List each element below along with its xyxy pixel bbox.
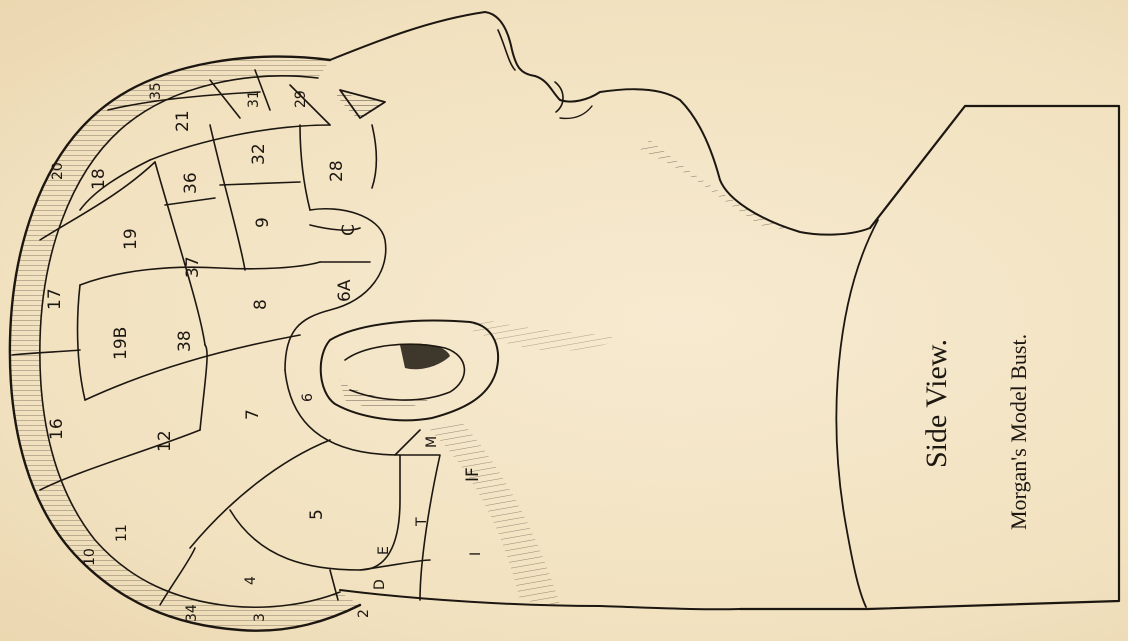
region-29: 29 bbox=[293, 90, 309, 108]
neck-shading bbox=[430, 140, 800, 605]
region-T: T bbox=[414, 517, 430, 527]
region-36: 36 bbox=[181, 172, 201, 194]
region-17: 17 bbox=[45, 288, 65, 310]
region-35: 35 bbox=[148, 82, 164, 100]
region-8: 8 bbox=[251, 299, 271, 310]
region-31: 31 bbox=[246, 90, 262, 108]
region-19B: 19B bbox=[111, 327, 131, 360]
region-I: I bbox=[468, 552, 484, 556]
caption-title: Side View. bbox=[920, 339, 953, 468]
region-M: M bbox=[424, 436, 440, 448]
region-34: 34 bbox=[184, 604, 200, 622]
caption-subtitle: Morgan's Model Bust. bbox=[1006, 334, 1031, 530]
region-19: 19 bbox=[121, 228, 141, 250]
region-5: 5 bbox=[307, 509, 327, 520]
region-4: 4 bbox=[243, 576, 259, 585]
region-21: 21 bbox=[173, 110, 193, 132]
region-6: 6 bbox=[300, 393, 316, 402]
region-C: C bbox=[339, 224, 359, 236]
caption: Side View. Morgan's Model Bust. bbox=[920, 334, 1031, 530]
region-32: 32 bbox=[249, 143, 269, 165]
ear bbox=[321, 321, 498, 421]
region-20: 20 bbox=[50, 162, 66, 180]
region-10: 10 bbox=[82, 548, 98, 566]
region-IF: IF bbox=[463, 467, 483, 482]
region-E: E bbox=[376, 546, 392, 555]
region-18: 18 bbox=[89, 168, 109, 190]
region-11: 11 bbox=[114, 524, 130, 542]
region-38: 38 bbox=[175, 330, 195, 352]
region-37: 37 bbox=[183, 256, 203, 278]
region-6A: 6A bbox=[335, 279, 355, 302]
region-9: 9 bbox=[253, 217, 273, 228]
face-profile bbox=[330, 12, 870, 609]
region-7: 7 bbox=[243, 409, 263, 420]
region-28: 28 bbox=[327, 160, 347, 182]
region-16: 16 bbox=[47, 418, 67, 440]
region-3: 3 bbox=[252, 613, 268, 622]
region-2: 2 bbox=[356, 609, 372, 618]
region-12: 12 bbox=[155, 430, 175, 452]
region-D: D bbox=[372, 579, 388, 590]
